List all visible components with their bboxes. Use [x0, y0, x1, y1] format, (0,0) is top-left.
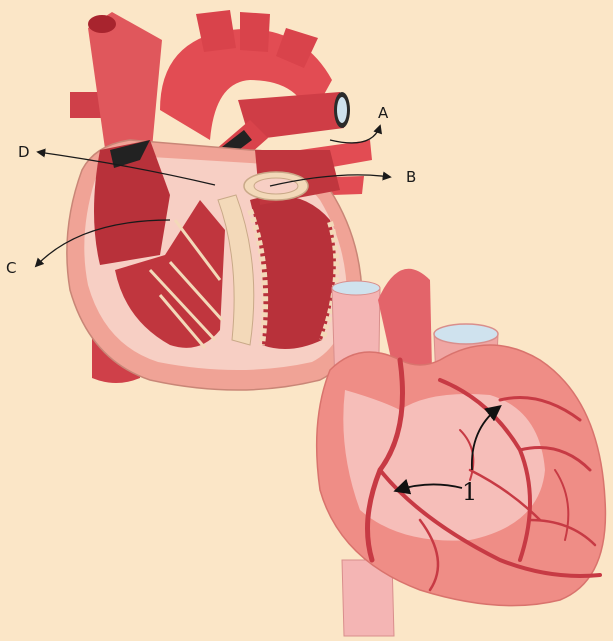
label-a: A [378, 104, 389, 122]
heart-highlight [343, 390, 545, 541]
aortic-branch-2 [240, 12, 270, 52]
vena-cava-opening [88, 15, 116, 33]
heart-cross-section [67, 10, 372, 390]
label-d: D [18, 143, 30, 161]
heart-exterior [317, 269, 606, 636]
label-c: C [6, 259, 16, 277]
label-b: B [406, 168, 416, 186]
label-1: 1 [462, 478, 477, 506]
